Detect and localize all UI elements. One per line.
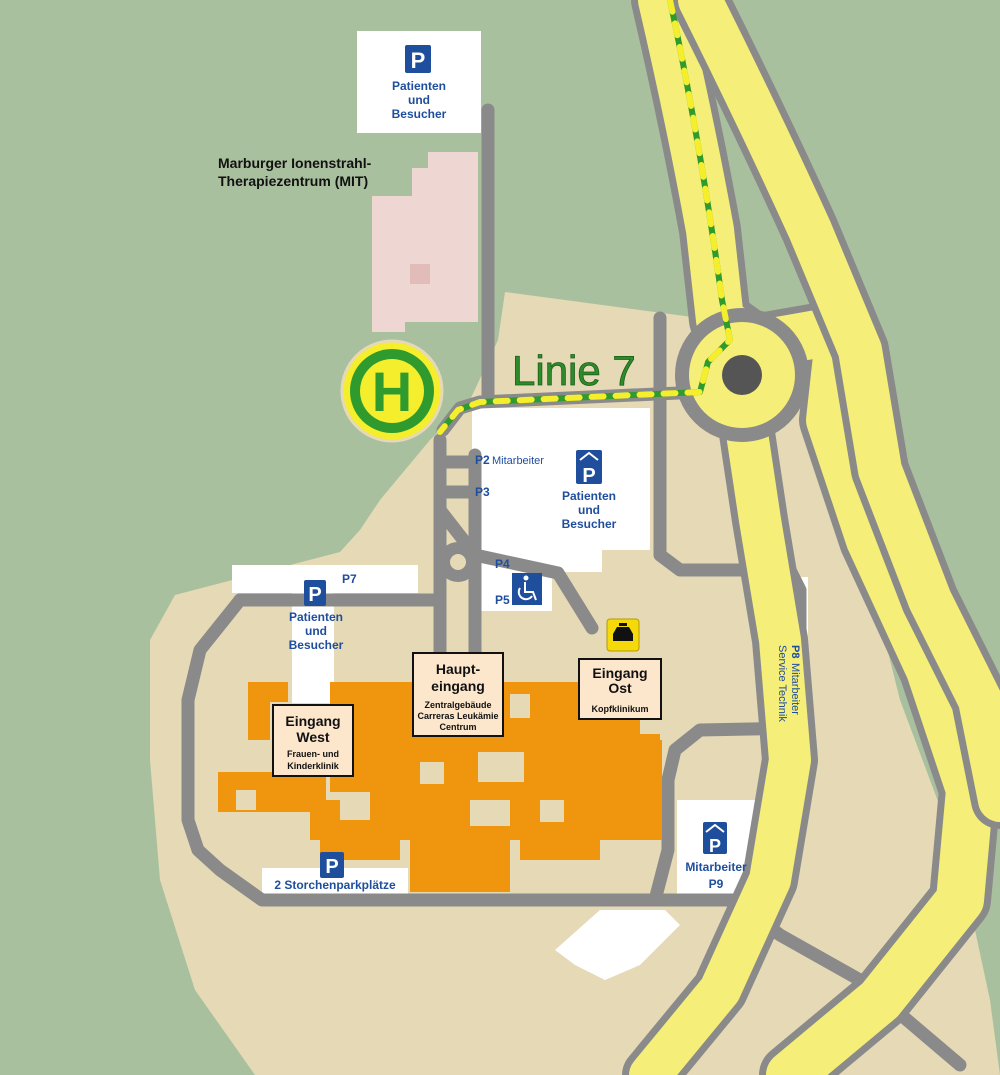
entrance-main-sub2: Carreras Leukämie [417,711,498,721]
highway [622,0,1000,1075]
parking-staff: P Mitarbeiter P9 [685,822,747,891]
parking-south-symbol: P [325,856,338,878]
taxi-roof [619,623,627,626]
bus-route-line-7 [437,0,733,435]
wheelchair-head [523,575,529,581]
parking-symbol: P [411,48,426,73]
parking-sign-icon-south [320,852,344,878]
mit-label-line2: Therapiezentrum (MIT) [218,173,368,189]
parking-center-line1: Patienten [562,489,616,503]
entrance-west-line2: West [296,729,330,745]
lot-center [472,408,650,550]
parking-sign-icon [405,45,431,73]
wheelchair-body [517,582,537,601]
mit-building-detail [410,264,430,284]
parking-west-line3: Besucher [289,638,344,652]
taxi-stand [606,618,640,652]
entrance-west-sub1: Frauen- und [287,749,339,759]
p5-code: P5 [495,593,510,607]
entrance-main-sub1: Zentralgebäude [424,700,491,710]
p2-code: P2 [475,453,490,467]
parking-south: P 2 Storchenparkplätze [274,852,396,892]
parking-sign-icon-west [304,580,326,606]
parking-west-symbol: P [308,584,321,606]
entrance-main-line1: Haupt- [436,661,481,677]
entrance-west-line1: Eingang [285,713,340,729]
parking-north-line1: Patienten [392,79,446,93]
entrance-east[interactable]: Eingang Ost Kopfklinikum [578,658,662,720]
entrance-east-line1: Eingang [592,665,647,681]
parking-north: P Patienten und Besucher [392,45,447,121]
parking-center-line3: Besucher [562,517,617,531]
bus-stop-H-icon: H [372,360,412,423]
mit-label-line1: Marburger Ionenstrahl- [218,155,372,171]
garage-roof [579,451,599,461]
entrance-east-box [578,658,662,720]
taxi-car [613,627,633,641]
p8-label2: Service Technik [776,645,788,722]
p3-code: P3 [475,485,490,499]
parking-west: P7 P Patienten und Besucher [289,572,357,652]
parking-north-line2: und [408,93,430,107]
lot-west-column [292,593,334,703]
p7-code: P7 [342,572,357,586]
entrance-east-line2: Ost [608,680,632,696]
p4-code: P4 [495,557,510,571]
small-roundabout [438,542,478,582]
bus-stop-inner [360,359,424,423]
roundabout-center [722,355,762,395]
entrance-main-sub3: Centrum [439,722,476,732]
bus-stop[interactable]: H [340,339,444,443]
mit-building [372,152,478,332]
parking-center-symbol: P [582,465,595,487]
parking-staff-label: Mitarbeiter [685,860,747,874]
entrance-west-sub2: Kinderklinik [287,761,340,771]
parking-west-line2: und [305,624,327,638]
parking-center: P2 Mitarbeiter P3 P Patienten und Besuch… [475,450,617,607]
entrance-west-box [272,704,354,777]
parking-center-line2: und [578,503,600,517]
garage-roof-staff [705,823,725,833]
parking-staff-symbol: P [709,836,721,856]
parking-staff-code: P9 [709,877,724,891]
parking-north-line3: Besucher [392,107,447,121]
bus-line-label: Linie 7 [512,347,636,394]
parking-south-label: 2 Storchenparkplätze [274,878,396,892]
parking-west-line1: Patienten [289,610,343,624]
entrance-main-line2: eingang [431,678,485,694]
entrance-west[interactable]: Eingang West Frauen- und Kinderklinik [272,704,354,777]
p8-label1: Mitarbeiter [789,663,801,715]
entrance-main-box [412,652,504,737]
building-south-white [555,910,680,980]
p8-code: P8 [789,645,801,658]
entrance-east-sub1: Kopfklinikum [591,704,648,714]
parking-east: P8 Mitarbeiter Service Technik [776,645,801,722]
entrance-main[interactable]: Haupt- eingang Zentralgebäude Carreras L… [412,652,504,737]
p2-label: Mitarbeiter [492,455,544,467]
